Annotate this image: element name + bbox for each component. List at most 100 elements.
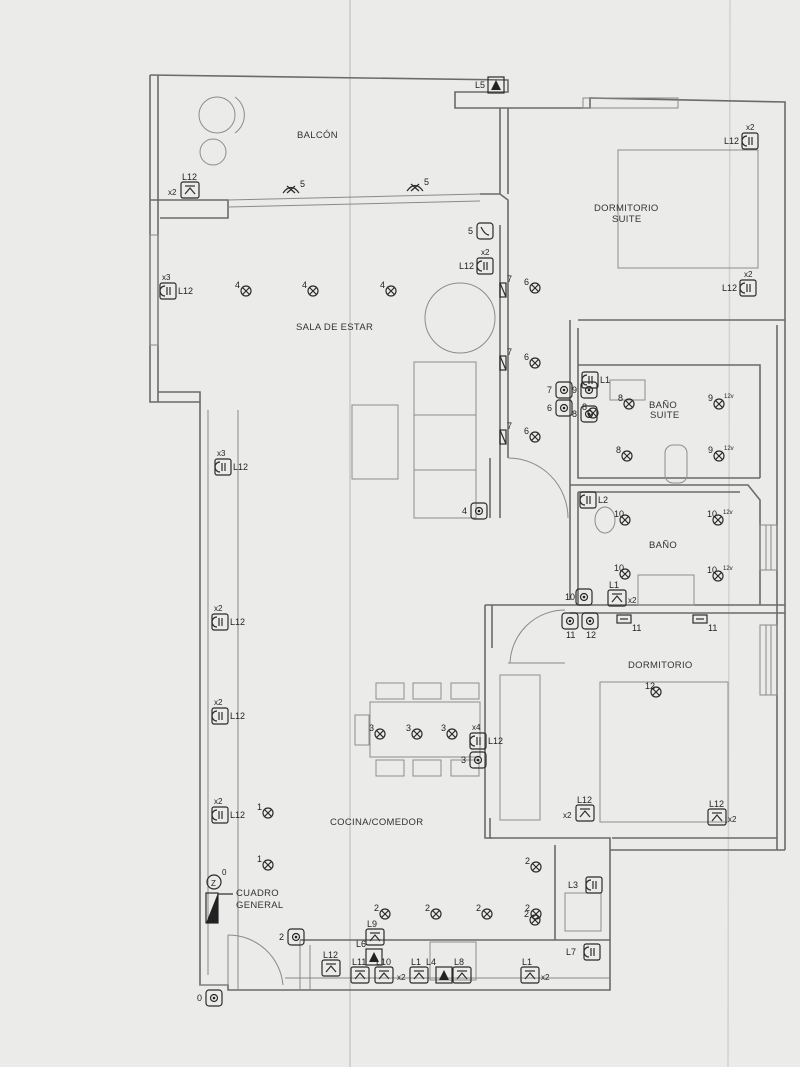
cuadro-label: CUADRO — [236, 888, 279, 899]
pendant-label: L9 — [367, 919, 377, 929]
outlet-multiplier: x2 — [481, 248, 490, 257]
light-voltage: 12v — [723, 510, 733, 516]
pendant-label: L12 — [709, 799, 724, 809]
wall-light-number: 5 — [424, 177, 429, 187]
panel-number: 0 — [222, 868, 227, 877]
light-circuit-number: 2 — [476, 903, 481, 913]
light-switch: 8 — [572, 405, 598, 423]
light-circuit-number: 10 — [614, 509, 624, 519]
extractor-fan: 7 — [499, 274, 512, 298]
light-circuit-number: 1 — [257, 802, 262, 812]
pendant-multiplier: x2 — [397, 973, 406, 982]
wall-point: 11 — [616, 614, 641, 633]
switch-number: 4 — [462, 506, 467, 516]
light-circuit-number: 9 — [708, 393, 713, 403]
light-voltage: 12v — [724, 446, 734, 452]
light-circuit-number: 2 — [525, 903, 530, 913]
outlet-label: L12 — [230, 810, 245, 820]
switch-number: 12 — [586, 630, 596, 640]
furniture — [198, 96, 759, 981]
room-dormitorio-suite-2: SUITE — [612, 214, 641, 225]
switch-number: 8 — [572, 409, 577, 419]
outlet-label: L12 — [178, 286, 193, 296]
pendant-multiplier: x2 — [628, 596, 637, 605]
pendant-label: L8 — [454, 957, 464, 967]
light-voltage: 12v — [724, 394, 734, 400]
triangle-outlet-label: L6 — [356, 939, 366, 949]
room-dormitorio: DORMITORIO — [628, 660, 693, 671]
pendant-multiplier: x2 — [728, 815, 737, 824]
ceiling-light: 8 — [618, 393, 635, 410]
light-circuit-number: 10 — [707, 509, 717, 519]
wall-light: 5 — [406, 177, 429, 192]
light-circuit-number: 4 — [302, 280, 307, 290]
switch-number: 2 — [279, 932, 284, 942]
pendant-multiplier: x2 — [563, 811, 572, 820]
outlet-label: L12 — [230, 711, 245, 721]
light-voltage: 12v — [723, 566, 733, 572]
ceiling-light: 6 — [524, 277, 541, 294]
outlet-multiplier: x2 — [214, 604, 223, 613]
light-circuit-number: 12 — [645, 681, 655, 691]
switch-number: 9 — [572, 385, 577, 395]
room-dormitorio-suite: DORMITORIO — [594, 203, 659, 214]
ceiling-light: 2 — [476, 903, 493, 920]
main-panel: Z0 — [205, 868, 233, 924]
light-circuit-number: 3 — [369, 723, 374, 733]
ceiling-light: 10 — [614, 509, 631, 526]
socket-outlet: L7 — [566, 943, 601, 961]
room-balcon: BALCÓN — [297, 130, 338, 141]
light-circuit-number: 4 — [235, 280, 240, 290]
outlet-label: L3 — [568, 880, 578, 890]
light-circuit-number: 1 — [257, 854, 262, 864]
fan-number: 7 — [507, 274, 512, 284]
socket-outlet: L12 x2 — [211, 604, 245, 631]
ceiling-light: 4 — [302, 280, 319, 297]
pendant-outlet: L8 — [452, 957, 472, 984]
outlet-label: L12 — [459, 261, 474, 271]
outlet-label: L12 — [230, 617, 245, 627]
outlet-multiplier: x2 — [746, 123, 755, 132]
ceiling-light: 1 — [257, 854, 274, 871]
room-labels: BALCÓN SALA DE ESTAR DORMITORIO SUITE BA… — [236, 130, 693, 911]
pendant-label: L12 — [323, 950, 338, 960]
ceiling-light: 1 — [257, 802, 274, 819]
light-circuit-number: 8 — [582, 402, 587, 412]
outlet-multiplier: x2 — [214, 797, 223, 806]
ceiling-light: 4 — [380, 280, 397, 297]
switch-number: 10 — [565, 592, 575, 602]
switch-number: 6 — [547, 403, 552, 413]
pendant-outlet: L11 — [350, 957, 370, 984]
socket-outlet: L2 — [579, 491, 608, 509]
room-bano: BAÑO — [649, 540, 677, 551]
light-circuit-number: 2 — [525, 856, 530, 866]
pendant-label: L1 — [411, 957, 421, 967]
light-switch: 2 — [279, 928, 305, 946]
paper-fold — [727, 0, 731, 1067]
light-circuit-number: 3 — [441, 723, 446, 733]
pendant-multiplier: x2 — [168, 188, 177, 197]
socket-outlet: L1 — [581, 371, 610, 389]
room-sala: SALA DE ESTAR — [296, 322, 373, 333]
outlet-label: L1 — [600, 375, 610, 385]
wall-point: 11 — [692, 614, 717, 633]
ceiling-light: 4 — [235, 280, 252, 297]
outlet-multiplier: x4 — [472, 723, 481, 732]
ceiling-light: 6 — [524, 426, 541, 443]
triangle-outlet: L6 — [356, 939, 383, 966]
ceiling-light: 2 — [524, 909, 541, 926]
switch-number: 0 — [197, 993, 202, 1003]
pendant-label: L12 — [577, 795, 592, 805]
wall-light-number: 5 — [300, 179, 305, 189]
outlet-label: L12 — [233, 462, 248, 472]
